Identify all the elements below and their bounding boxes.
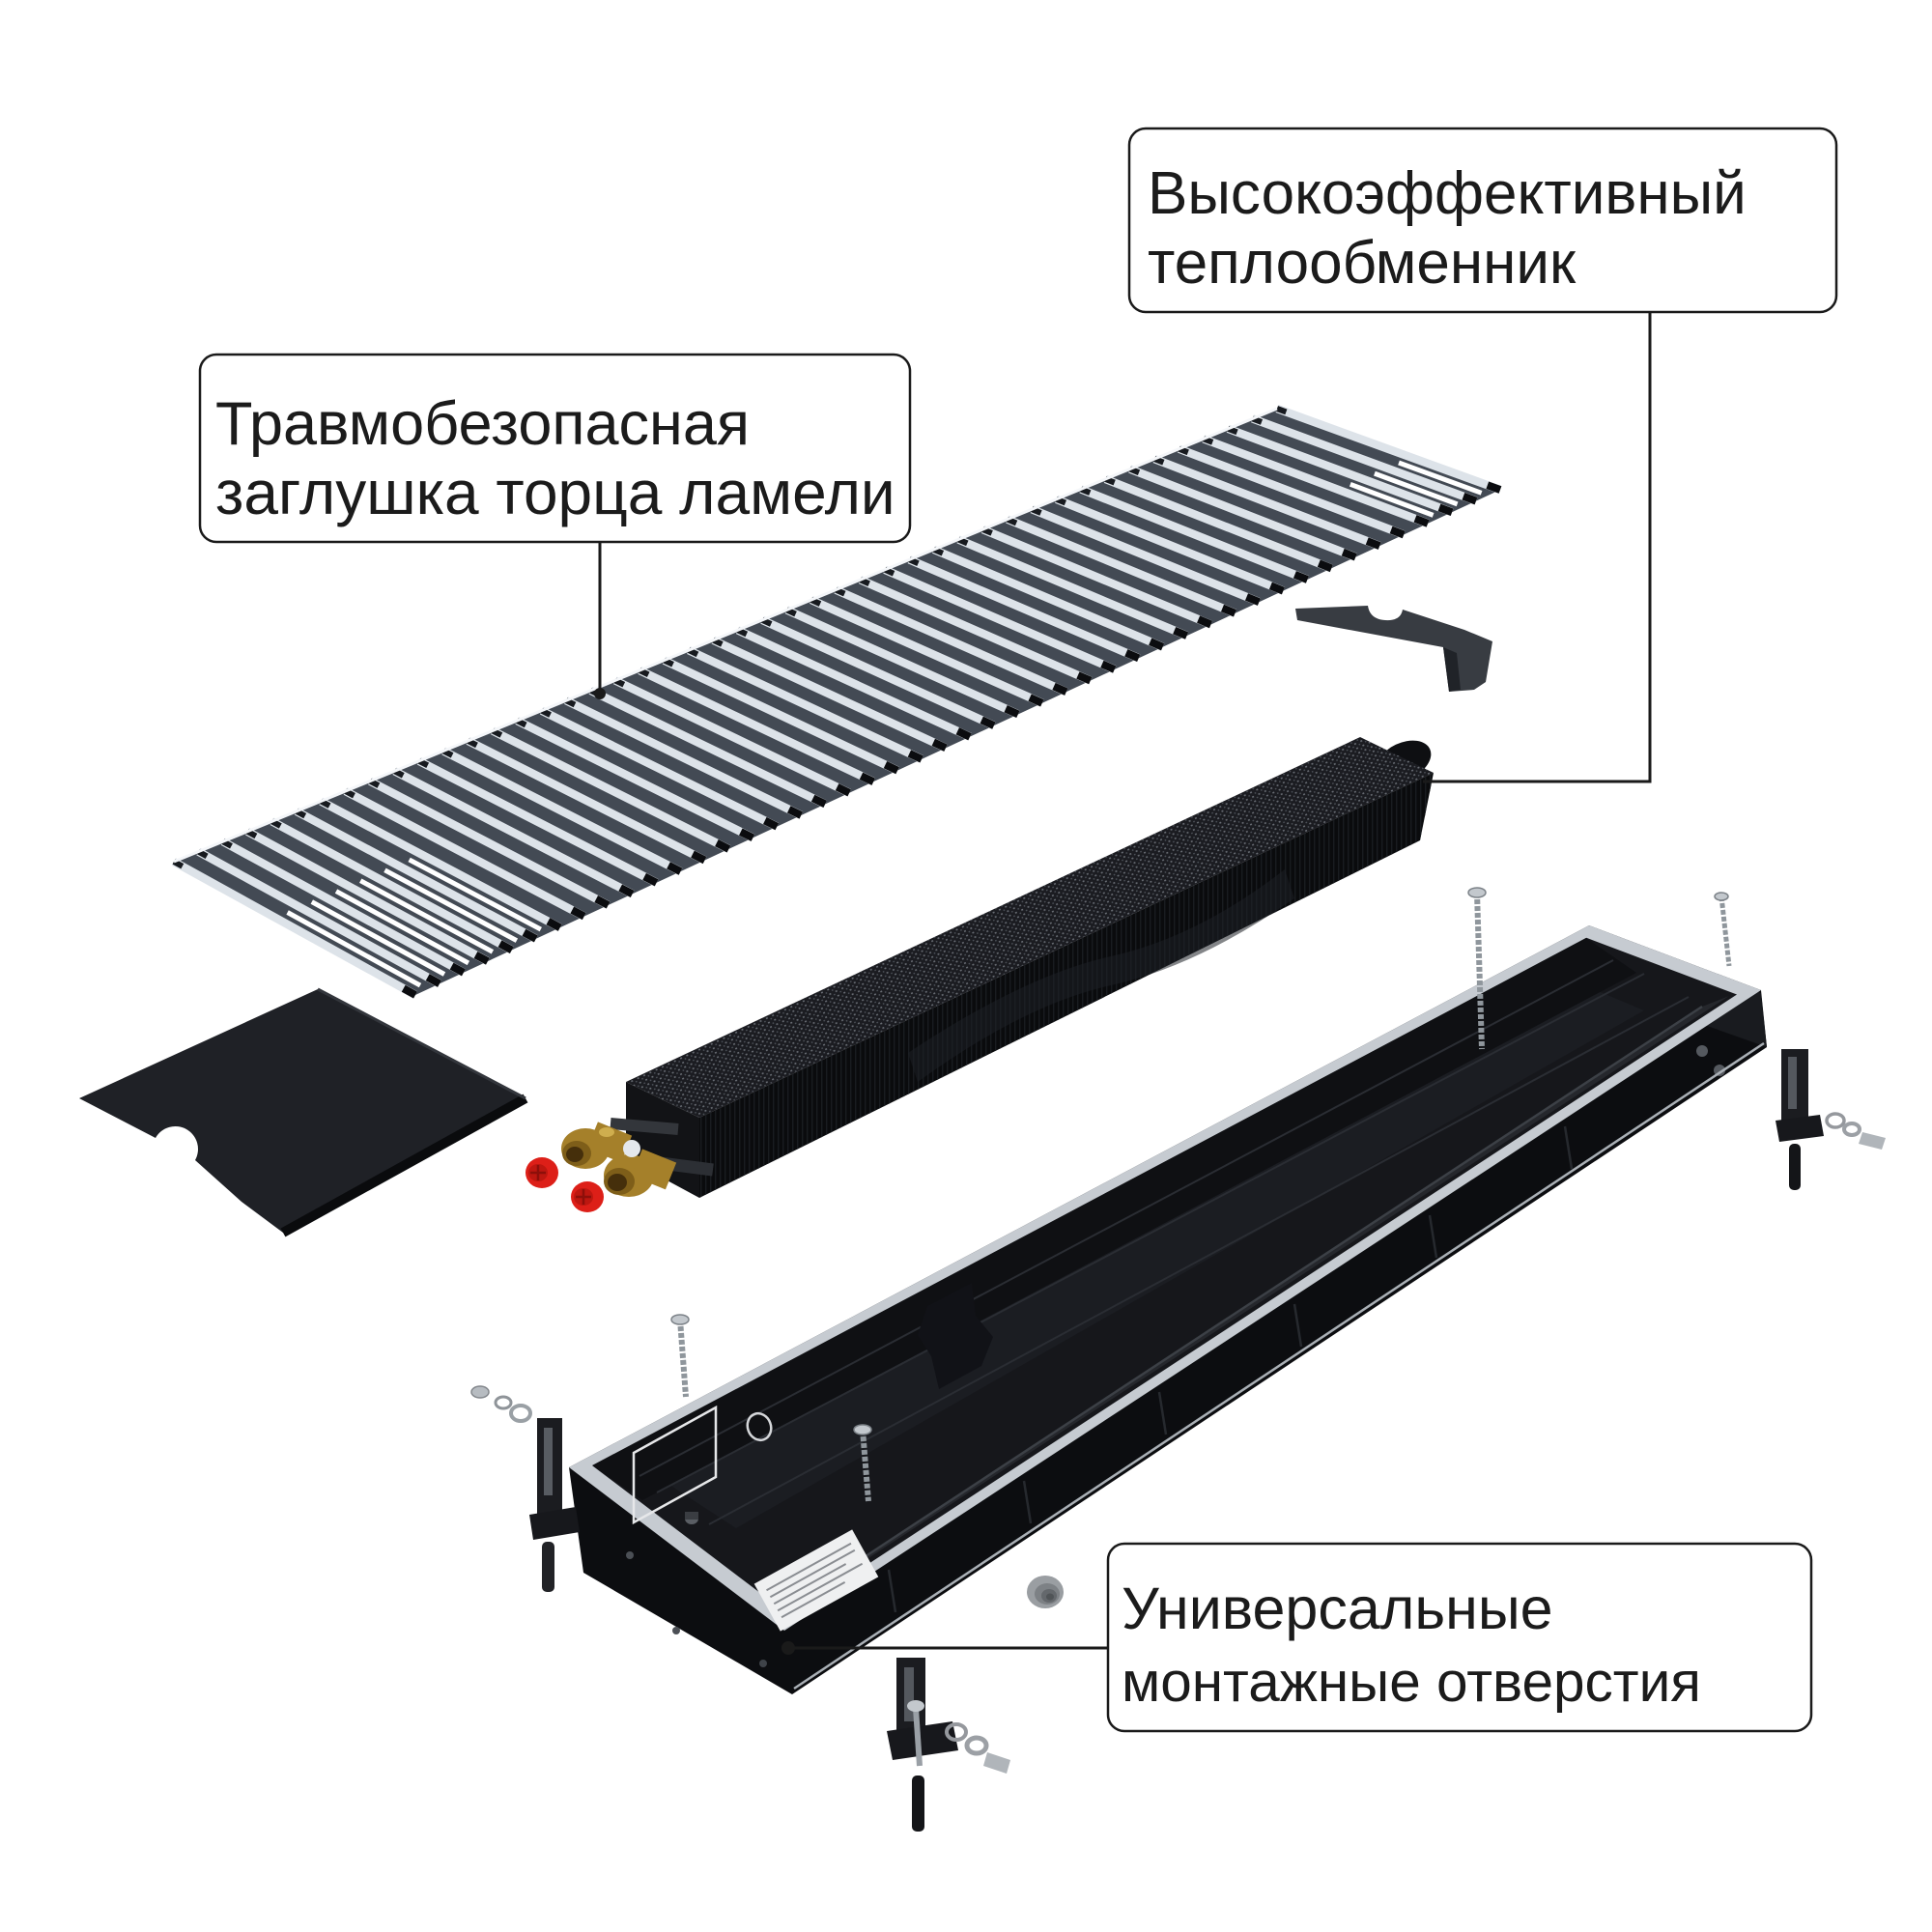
svg-text:монтажные отверстия: монтажные отверстия xyxy=(1122,1651,1701,1714)
svg-text:заглушка торца ламели: заглушка торца ламели xyxy=(215,458,895,527)
svg-text:Травмобезопасная: Травмобезопасная xyxy=(215,390,750,458)
svg-text:теплообменник: теплообменник xyxy=(1148,230,1577,297)
svg-text:Универсальные: Универсальные xyxy=(1122,1576,1553,1641)
svg-text:Высокоэффективный: Высокоэффективный xyxy=(1148,160,1747,227)
